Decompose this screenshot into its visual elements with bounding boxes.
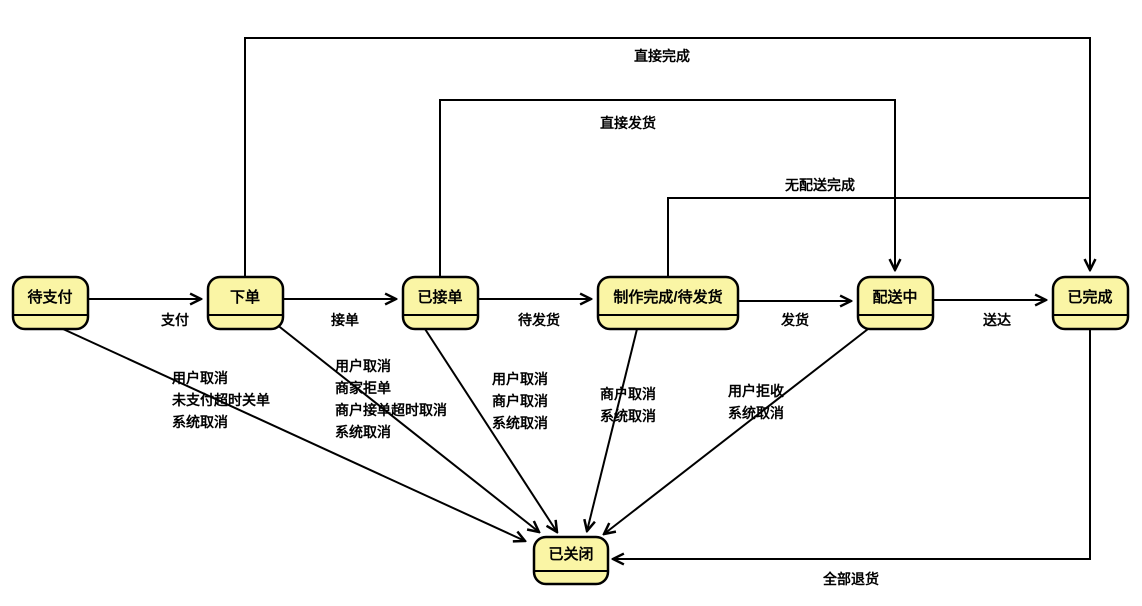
- cancel-line: 系统取消: [728, 405, 784, 421]
- edge-cancel-from-order-placed: [275, 323, 539, 532]
- edge-label-direct-complete: 直接完成: [634, 48, 690, 64]
- cancel-line: 用户取消: [335, 358, 391, 374]
- state-title: 已关闭: [548, 545, 593, 563]
- edge-label-cancel-from-made: 商户取消 系统取消: [600, 386, 656, 424]
- cancel-line: 用户拒收: [728, 383, 785, 399]
- cancel-line: 用户取消: [492, 371, 548, 387]
- state-title: 已接单: [417, 288, 462, 306]
- cancel-line: 商户取消: [492, 393, 548, 409]
- edge-label-complete-without-delivery: 无配送完成: [784, 177, 855, 193]
- state-title: 已完成: [1067, 288, 1112, 306]
- edge-complete-without-delivery: [667, 197, 1090, 277]
- edge-cancel-from-delivering: [604, 328, 869, 534]
- state-node-closed: 已关闭: [532, 535, 610, 586]
- state-title: 配送中: [872, 288, 917, 306]
- edge-cancel-from-order-accepted: [424, 328, 557, 532]
- state-title: 待支付: [27, 288, 72, 306]
- edge-cancel-from-made: [587, 328, 638, 531]
- cancel-line: 系统取消: [335, 424, 391, 440]
- edge-label-delivered: 送达: [982, 312, 1011, 328]
- state-node-completed: 已完成: [1051, 275, 1130, 331]
- edge-label-awaiting-shipment: 待发货: [518, 312, 560, 328]
- state-title: 下单: [230, 288, 260, 306]
- state-box: [532, 535, 610, 586]
- cancel-line: 商家拒单: [335, 380, 391, 396]
- state-title: 制作完成/待发货: [613, 288, 722, 306]
- edge-label-cancel-from-delivering: 用户拒收 系统取消: [728, 383, 785, 421]
- cancel-line: 商户取消: [600, 386, 656, 402]
- edge-direct-complete: [244, 37, 1090, 277]
- edge-label-ship: 发货: [780, 312, 809, 328]
- state-node-pending-payment: 待支付: [11, 275, 90, 331]
- edge-label-cancel-from-pending-payment: 用户取消 未支付超时关单 系统取消: [172, 370, 270, 430]
- edge-label-direct-ship: 直接发货: [600, 115, 656, 131]
- edge-label-pay: 支付: [160, 312, 189, 328]
- edge-cancel-from-pending-payment: [62, 328, 525, 541]
- edge-label-return-all: 全部退货: [822, 571, 879, 587]
- edge-label-cancel-from-order-placed: 用户取消 商家拒单 商户接单超时取消 系统取消: [335, 358, 447, 440]
- edge-direct-ship: [439, 99, 895, 277]
- state-node-order-accepted: 已接单: [401, 275, 480, 331]
- cancel-line: 商户接单超时取消: [335, 402, 447, 418]
- state-node-order-placed: 下单: [206, 275, 285, 331]
- cancel-line: 用户取消: [172, 370, 228, 386]
- state-node-made-awaiting-shipment: 制作完成/待发货: [596, 275, 740, 331]
- cancel-line: 系统取消: [172, 414, 228, 430]
- cancel-line: 系统取消: [600, 408, 656, 424]
- cancel-line: 未支付超时关单: [172, 392, 270, 408]
- edge-label-accept-order: 接单: [331, 312, 359, 328]
- edge-label-cancel-from-order-accepted: 用户取消 商户取消 系统取消: [492, 371, 548, 431]
- cancel-line: 系统取消: [492, 415, 548, 431]
- state-node-delivering: 配送中: [856, 275, 935, 331]
- edge-return-all: [613, 329, 1091, 559]
